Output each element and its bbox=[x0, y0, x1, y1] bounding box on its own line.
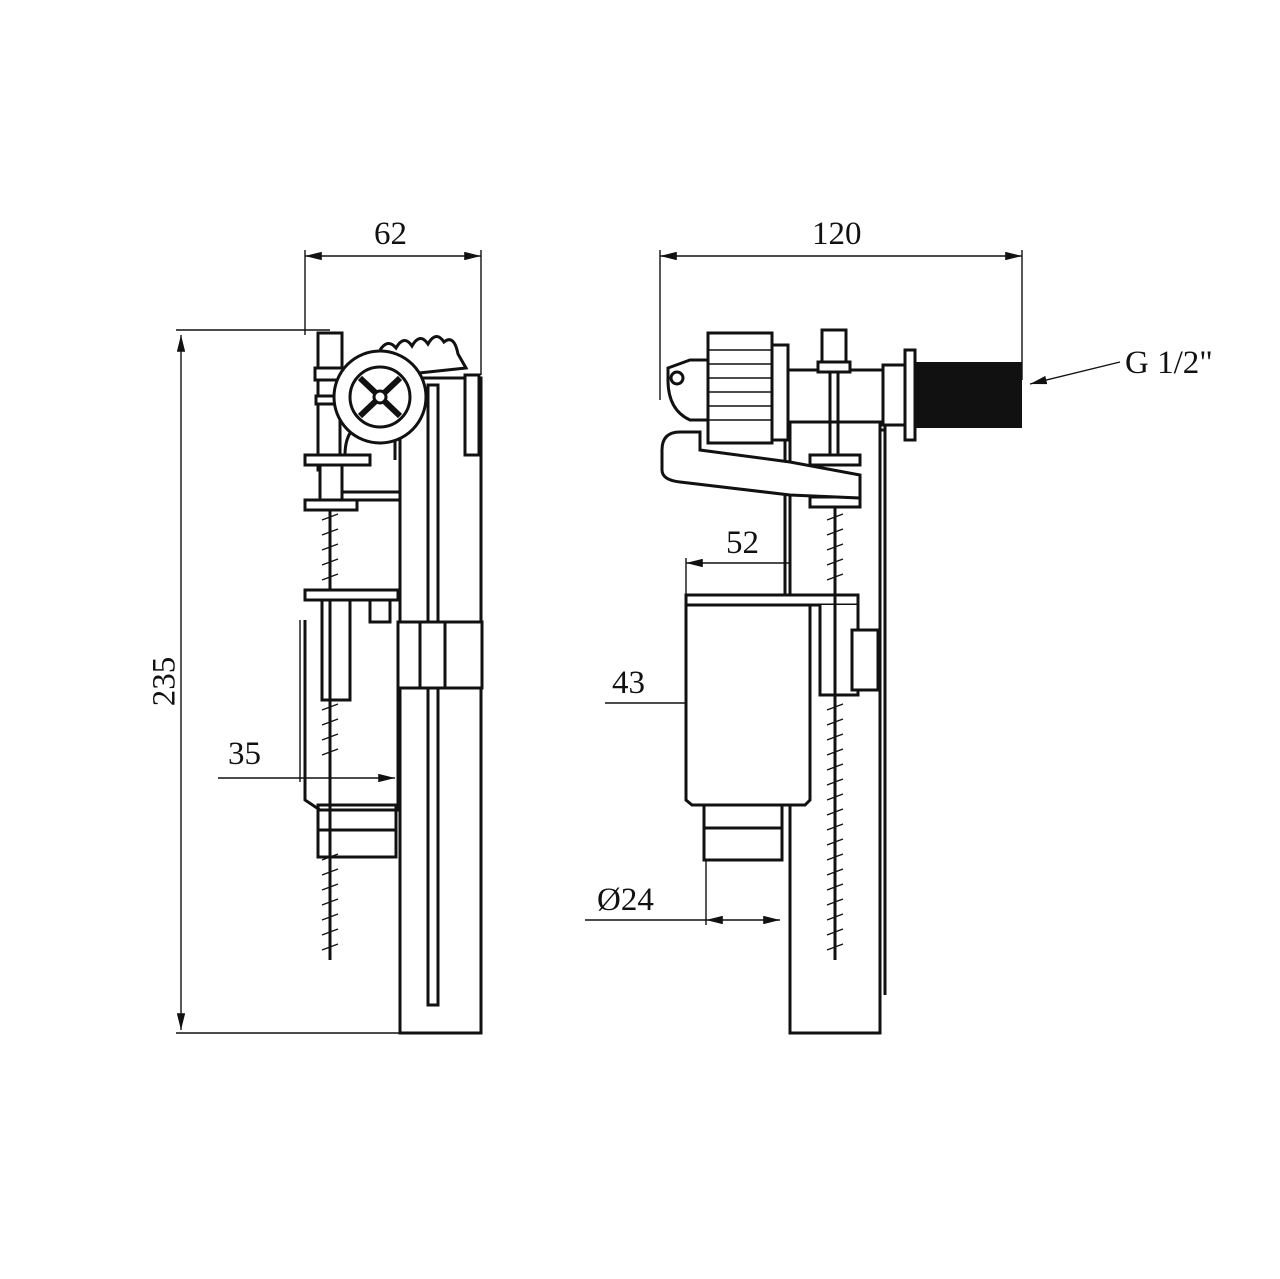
side-height-dimension: 235 bbox=[146, 656, 183, 707]
side-float-offset-dimension: 35 bbox=[228, 736, 261, 772]
front-view bbox=[585, 250, 1121, 1035]
dimension-lines-side bbox=[176, 250, 482, 1034]
front-nut bbox=[706, 331, 774, 445]
thread-inlet bbox=[915, 362, 1022, 428]
float-width-dimension: 52 bbox=[726, 525, 759, 561]
front-float bbox=[684, 603, 812, 807]
outlet-diameter-dimension: Ø24 bbox=[597, 882, 654, 918]
side-width-dimension: 62 bbox=[374, 216, 407, 252]
side-body-bar bbox=[398, 376, 483, 1035]
front-width-dimension: 120 bbox=[812, 216, 862, 252]
side-view bbox=[176, 250, 484, 1035]
side-clamp bbox=[396, 620, 484, 690]
front-lever-arm bbox=[660, 430, 862, 500]
thread-size-label: G 1/2" bbox=[1125, 345, 1213, 381]
float-diameter-dimension: 43 bbox=[612, 665, 645, 701]
